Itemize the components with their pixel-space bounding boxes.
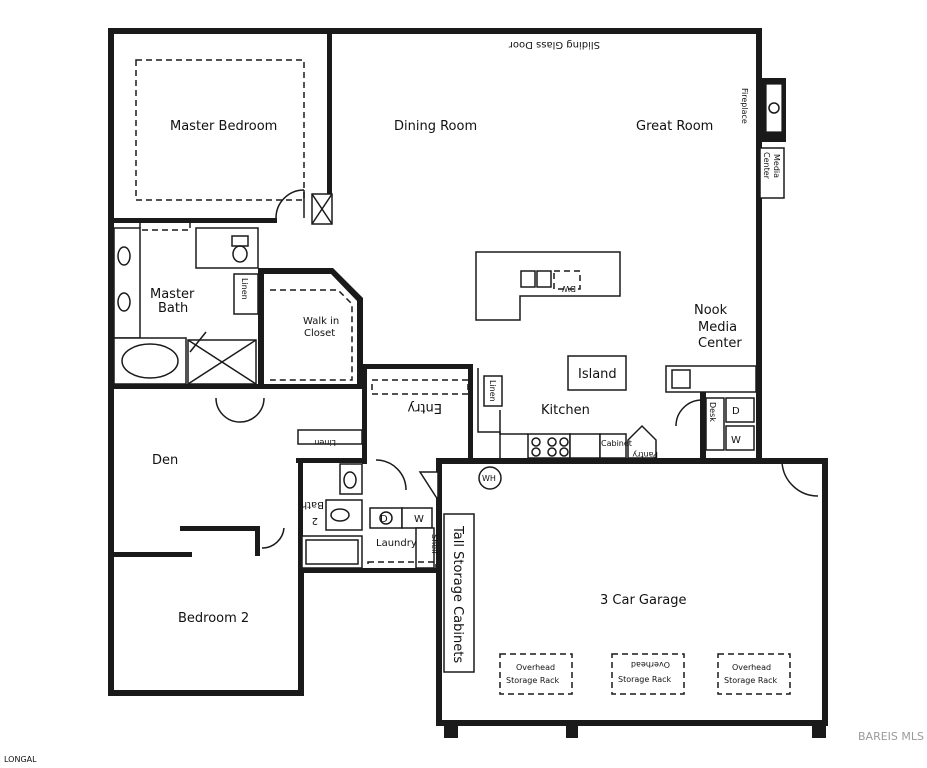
closet-shelf [270,289,353,381]
label-fireplace: Fireplace [740,88,749,124]
watermark-left: LONGAL [4,755,37,764]
label-rack1-1: Overhead [516,663,555,672]
label-media-1: Media [698,320,737,335]
label-master-bath-2: Bath [158,301,188,316]
label-closet-1: Walk in [303,316,339,327]
label-great-room: Great Room [636,119,713,134]
storage-rack-3 [717,653,791,695]
label-rack2-1: Overhead [631,660,670,669]
label-linen-kitchen: Linen [488,380,497,402]
kitchen-lower-counter [477,368,627,459]
label-dw: DW [562,284,576,293]
label-nook-d: D [732,406,740,417]
tall-storage-cabinets [443,513,475,673]
storage-rack-2 [611,653,685,695]
island-box [567,355,627,391]
label-rack3-2: Storage Rack [724,676,778,685]
label-rack1-2: Storage Rack [506,676,560,685]
storage-rack-1 [499,653,573,695]
label-rack3-1: Overhead [732,663,771,672]
label-shelf: Shelf [430,534,439,554]
label-rack2-2: Storage Rack [618,675,672,684]
nook-desk [665,365,757,451]
label-bath2-1: Bath [301,499,324,510]
kitchen-counter [475,251,621,321]
garage-post-left [444,720,458,738]
label-pantry: Pantry [632,450,658,459]
master-tray-ceiling [135,59,305,201]
label-sliding-glass-door: Sliding Glass Door [508,39,600,50]
label-media-wall-1: Media [772,154,781,178]
garage-post-mid [566,720,578,738]
master-bath-fixtures [113,189,305,385]
watermark-right: BAREIS MLS [858,730,924,743]
pantry [627,424,657,459]
label-media-wall-2: Center [762,152,771,180]
label-nook: Nook [694,303,728,318]
label-bedroom2: Bedroom 2 [178,611,249,626]
label-entry: Entry [407,400,442,415]
label-kitchen: Kitchen [541,403,590,418]
label-desk: Desk [708,402,717,422]
label-laundry: Laundry [376,538,417,549]
label-bath2-2: 2 [312,515,318,526]
label-den: Den [152,453,178,468]
label-media-2: Center [698,336,742,351]
label-linen-master: Linen [240,278,249,300]
label-water-heater: WH [482,474,496,483]
label-closet-2: Closet [304,328,335,339]
label-laundry-d: D [380,514,388,525]
label-master-bath-1: Master [150,287,195,302]
label-master-bedroom: Master Bedroom [170,119,277,134]
fireplace-bumpout [756,78,786,199]
label-nook-w: W [731,435,741,446]
garage-post-right [812,720,826,738]
label-tall-storage: Tall Storage Cabinets [450,525,465,663]
water-heater [478,466,502,490]
label-dining-room: Dining Room [394,119,477,134]
label-island: Island [578,367,617,382]
den-bath2-fixtures [215,379,819,571]
label-linen-hall: Linen [314,438,336,447]
label-garage: 3 Car Garage [600,593,687,608]
label-laundry-w: W [414,514,424,525]
label-cabinet: Cabinet [601,439,632,448]
